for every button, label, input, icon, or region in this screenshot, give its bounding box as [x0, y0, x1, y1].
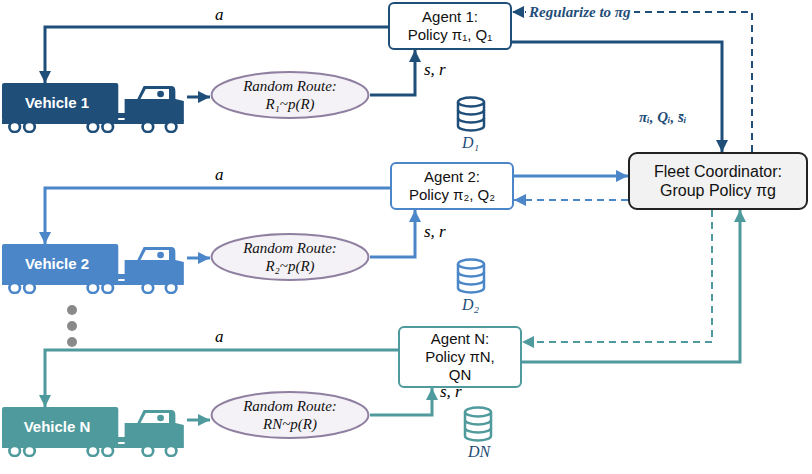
ellipse-shape	[210, 390, 370, 440]
ellipse-shape	[210, 70, 370, 120]
connector-arrow	[514, 175, 628, 178]
node-text: Vehicle 2	[2, 255, 112, 273]
agent-box: Agent 2: Policy π₂, Q₂	[390, 162, 514, 210]
database-icon	[458, 260, 484, 293]
vehicle-truck: Vehicle 1	[2, 83, 187, 133]
connector-arrow	[370, 210, 415, 257]
node-text: Agent 2: Policy π₂, Q₂	[405, 168, 499, 204]
agent-box: Agent 1: Policy π₁, Q₁	[388, 2, 512, 50]
edge-label: a	[215, 5, 224, 25]
connector-arrow	[187, 257, 210, 260]
connector-arrow	[370, 50, 415, 95]
route-ellipse: Random Route: R₂~p(R)	[210, 232, 370, 282]
edge-label: a	[215, 327, 224, 347]
node-text: Agent N: Policy πN, QN	[413, 330, 507, 384]
route-ellipse: Random Route: R₁~p(R)	[210, 70, 370, 120]
node-text: Agent 1: Policy π₁, Q₁	[403, 8, 497, 44]
agent-box: Agent N: Policy πN, QN	[398, 326, 522, 388]
connector-arrow	[522, 210, 740, 362]
ellipse-shape	[210, 232, 370, 282]
edge-label: πᵢ, Qᵢ, s̄ᵢ	[636, 108, 689, 126]
node-text: Vehicle 1	[2, 94, 112, 112]
edge-label: a	[215, 165, 224, 185]
edge-label: s, r	[424, 60, 446, 80]
node-text: Vehicle N	[2, 418, 112, 436]
node-text: Random Route: RN~p(R)	[234, 397, 346, 433]
dataset-label: D₂	[462, 296, 479, 314]
connector-arrow	[370, 388, 432, 415]
edge-label: s, r	[424, 222, 446, 242]
database-icon	[458, 98, 484, 131]
vehicle-truck: Vehicle N	[2, 407, 187, 457]
edge-label: Regularize to πg	[526, 3, 634, 21]
route-ellipse: Random Route: RN~p(R)	[210, 390, 370, 440]
vehicle-truck: Vehicle 2	[2, 244, 187, 294]
dashed-connector	[514, 199, 628, 201]
dataset-label: D₁	[462, 134, 479, 152]
node-text: Random Route: R₂~p(R)	[234, 239, 346, 275]
connector-arrow	[512, 42, 722, 152]
node-text: Random Route: R₁~p(R)	[234, 77, 346, 113]
dashed-connector	[512, 12, 752, 152]
database-icon	[465, 408, 491, 441]
node-text: Fleet Coordinator: Group Policy πg	[642, 162, 794, 200]
connector-arrow	[45, 27, 388, 83]
connector-arrow	[187, 96, 210, 99]
connector-arrow	[45, 188, 390, 244]
dashed-connector	[522, 210, 712, 342]
connector-arrow	[187, 419, 210, 422]
edge-label: s, r	[440, 382, 462, 402]
coordinator-box: Fleet Coordinator: Group Policy πg	[628, 152, 808, 210]
dataset-label: DN	[468, 443, 490, 461]
ellipsis-dots	[67, 305, 77, 347]
